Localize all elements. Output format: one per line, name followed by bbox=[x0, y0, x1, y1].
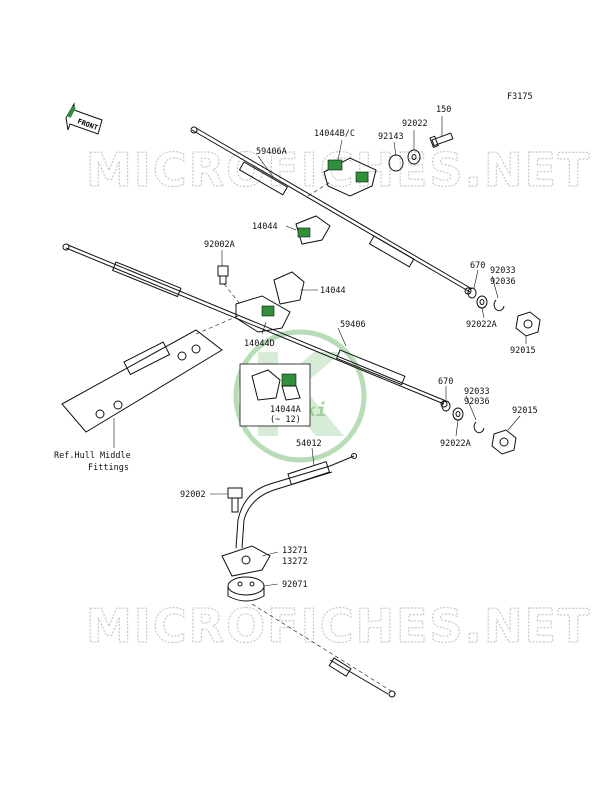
label-92033-bot: 92033 bbox=[464, 387, 490, 397]
holder-14044-top bbox=[295, 215, 331, 245]
label-ref-hull-1: Ref.Hull Middle bbox=[54, 451, 131, 461]
washer-670-bot bbox=[441, 400, 451, 412]
cable-54012 bbox=[235, 453, 357, 549]
label-14044bc: 14044B/C bbox=[314, 129, 355, 139]
label-14044a: 14044A bbox=[270, 405, 301, 415]
label-92036-bot: 92036 bbox=[464, 397, 490, 407]
label-92022a-bot: 92022A bbox=[440, 439, 471, 449]
label-92033-top: 92033 bbox=[490, 266, 516, 276]
label-13271: 13271 bbox=[282, 546, 308, 556]
label-59406: 59406 bbox=[340, 320, 366, 330]
cable-59406 bbox=[62, 243, 448, 408]
label-14044a-note: (~ 12) bbox=[270, 415, 301, 425]
bracket-14044bc bbox=[307, 157, 377, 197]
label-92143: 92143 bbox=[378, 132, 404, 142]
inset-14044a bbox=[239, 363, 311, 427]
label-92071: 92071 bbox=[282, 580, 308, 590]
label-59406a: 59406A bbox=[256, 147, 287, 157]
label-ref-hull-2: Fittings bbox=[88, 463, 129, 473]
bracket-14044d bbox=[235, 295, 291, 333]
label-92036-top: 92036 bbox=[490, 277, 516, 287]
label-92022: 92022 bbox=[402, 119, 428, 129]
figure-code: F3175 bbox=[507, 92, 533, 102]
front-arrow-icon: FRONT bbox=[65, 102, 103, 135]
bolt-150 bbox=[429, 132, 454, 149]
label-92002a: 92002A bbox=[204, 240, 235, 250]
label-150: 150 bbox=[436, 105, 451, 115]
washer-92022a-bot bbox=[452, 407, 464, 421]
label-14044-top: 14044 bbox=[252, 222, 278, 232]
label-92022a-top: 92022A bbox=[466, 320, 497, 330]
bolt-92002a bbox=[217, 265, 241, 305]
holder-14044-mid bbox=[273, 271, 305, 305]
label-14044d: 14044D bbox=[244, 339, 275, 349]
leader-lines bbox=[113, 116, 527, 587]
label-54012: 54012 bbox=[296, 439, 322, 449]
cable-54012-tail bbox=[251, 603, 397, 698]
nut-92015-bot bbox=[491, 429, 517, 455]
bolt-92002 bbox=[227, 487, 243, 513]
grommet-92071 bbox=[227, 576, 265, 602]
label-670-top: 670 bbox=[470, 261, 485, 271]
label-92015-top: 92015 bbox=[510, 346, 536, 356]
label-670-bot: 670 bbox=[438, 377, 453, 387]
washer-670-top bbox=[467, 287, 477, 299]
label-92002: 92002 bbox=[180, 490, 206, 500]
plate-13271 bbox=[221, 545, 271, 577]
label-92015-bot: 92015 bbox=[512, 406, 538, 416]
cable-59406a bbox=[190, 126, 473, 295]
washer-92022a-top bbox=[476, 295, 488, 309]
label-14044-mid: 14044 bbox=[320, 286, 346, 296]
clip-92036-bot bbox=[473, 421, 485, 434]
nut-92015-top bbox=[515, 311, 541, 337]
label-13272: 13272 bbox=[282, 557, 308, 567]
hull-middle-fittings bbox=[61, 315, 239, 433]
watermark-bottom: MICROFICHES.NET bbox=[86, 599, 591, 653]
clip-92036-top bbox=[493, 299, 505, 312]
